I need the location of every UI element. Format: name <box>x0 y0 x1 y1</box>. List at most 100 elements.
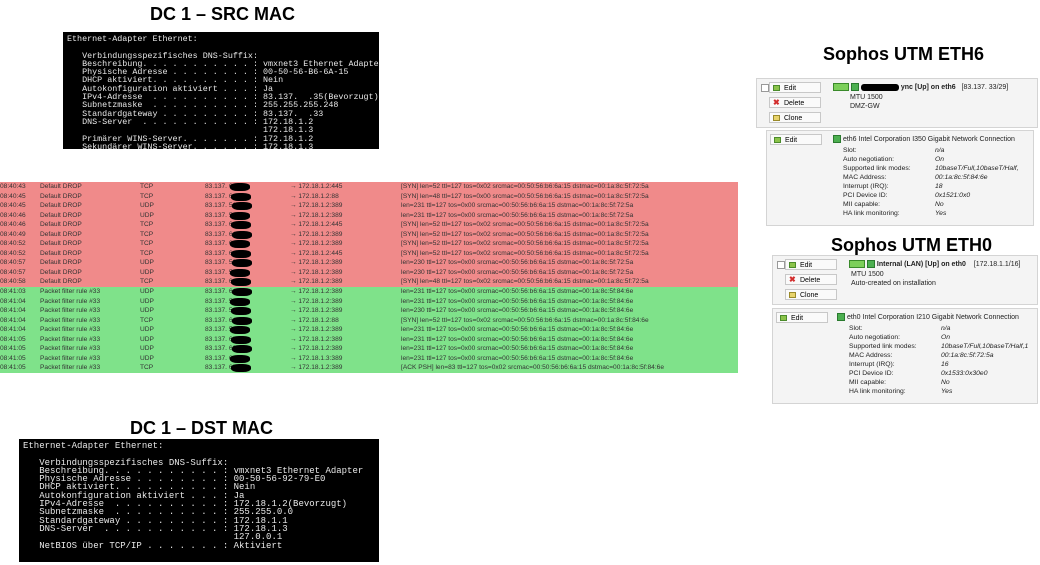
property-key: Auto negotiation: <box>849 334 901 341</box>
property-key: Slot: <box>849 325 863 332</box>
log-cell-time: 08:40:45 <box>0 202 26 210</box>
property-row: Auto negotiation:On <box>843 155 1033 164</box>
console-line: Beschreibung. . . . . . . . . . . : vmxn… <box>23 465 364 476</box>
heading-sophos-eth0: Sophos UTM ETH0 <box>831 235 992 255</box>
eth6-delete-button[interactable]: ✖Delete <box>769 97 821 108</box>
log-cell-info: len=231 ttl=127 tos=0x00 srcmac=00:50:56… <box>401 335 634 343</box>
edit-icon <box>789 262 796 268</box>
toggle-switch-icon[interactable] <box>833 83 849 91</box>
log-cell-src: 83.137. 63963 <box>205 364 248 372</box>
redaction-mark <box>231 221 251 230</box>
log-cell-info: [SYN] len=52 ttl=127 tos=0x02 srcmac=00:… <box>401 230 649 238</box>
log-cell-proto: UDP <box>140 268 154 276</box>
log-cell-dst: → 172.18.1.2:445 <box>290 249 343 257</box>
log-cell-dst: → 172.18.1.2:88 <box>290 316 339 324</box>
log-cell-src: 83.137. 56097 <box>205 326 248 334</box>
log-cell-dst: → 172.18.1.2:389 <box>290 240 343 248</box>
property-key: Interrupt (IRQ): <box>849 361 895 368</box>
log-cell-src: 83.137. 64019 <box>205 230 248 238</box>
log-cell-proto: TCP <box>140 278 154 286</box>
eth6-clone-button[interactable]: Clone <box>769 112 821 123</box>
redaction-mark <box>230 183 250 191</box>
log-cell-proto: TCP <box>140 183 154 190</box>
redaction-mark <box>230 240 250 249</box>
log-cell-action: Packet filter rule #33 <box>40 364 101 372</box>
redaction-mark <box>232 259 252 268</box>
delete-label: Delete <box>800 277 821 284</box>
redaction-mark <box>231 192 251 201</box>
log-cell-action: Default DROP <box>40 259 82 267</box>
log-cell-dst: → 172.18.1.2:389 <box>290 268 343 276</box>
log-cell-dst: → 172.18.1.2:389 <box>290 364 343 372</box>
eth0-clone-button[interactable]: Clone <box>785 289 837 300</box>
log-cell-action: Packet filter rule #33 <box>40 288 101 296</box>
edit-icon <box>780 315 787 321</box>
log-cell-proto: TCP <box>140 221 154 229</box>
log-cell-time: 08:41:04 <box>0 316 26 324</box>
console-line: 172.18.1.3 <box>67 125 314 136</box>
redaction-mark <box>232 316 252 325</box>
eth6-comment: DMZ-GW <box>850 103 880 110</box>
eth6-checkbox[interactable] <box>761 84 769 92</box>
property-value: 00:1a:8c:5f:72:5a <box>941 352 994 359</box>
property-value: 16 <box>941 361 949 368</box>
edit-label: Edit <box>791 315 804 322</box>
log-cell-src: 83.137. 51389 <box>205 307 248 315</box>
log-cell-dst: → 172.18.1.3:389 <box>290 354 343 362</box>
console-line: Physische Adresse . . . . . . . . : 00-5… <box>67 67 349 78</box>
log-cell-proto: TCP <box>140 240 154 248</box>
log-cell-src: 83.137. 52283 <box>205 268 248 276</box>
clone-icon <box>789 292 796 298</box>
log-cell-action: Default DROP <box>40 230 82 238</box>
eth0-delete-button[interactable]: ✖Delete <box>785 274 837 285</box>
console-line: 127.0.0.1 <box>23 532 283 543</box>
console-line: Physische Adresse . . . . . . . . : 00-5… <box>23 474 326 485</box>
property-row: Interrupt (IRQ):18 <box>843 182 1033 191</box>
property-value: 0x1521:0x0 <box>935 192 971 199</box>
eth6-hw-edit-button[interactable]: Edit <box>770 134 822 145</box>
eth0-hw-edit-button[interactable]: Edit <box>776 312 828 323</box>
log-cell-action: Packet filter rule #33 <box>40 326 101 334</box>
src-mac-console: Ethernet-Adapter Ethernet: Verbindungssp… <box>63 32 379 149</box>
eth0-edit-button[interactable]: Edit <box>785 259 837 270</box>
log-cell-proto: TCP <box>140 249 154 257</box>
eth0-checkbox[interactable] <box>777 261 785 269</box>
log-cell-action: Default DROP <box>40 192 82 200</box>
redaction-mark <box>230 211 250 220</box>
log-cell-action: Packet filter rule #33 <box>40 316 101 324</box>
toggle-switch-icon[interactable] <box>849 260 865 268</box>
log-cell-time: 08:40:57 <box>0 268 26 276</box>
log-cell-action: Packet filter rule #33 <box>40 335 101 343</box>
property-row: Auto negotiation:On <box>849 333 1037 342</box>
log-cell-proto: TCP <box>140 192 154 200</box>
log-cell-info: len=230 ttl=127 tos=0x00 srcmac=00:50:56… <box>401 259 634 267</box>
log-cell-dst: → 172.18.1.2:389 <box>290 202 343 210</box>
eth6-edit-button[interactable]: Edit <box>769 82 821 93</box>
property-value: On <box>935 156 945 163</box>
redaction-mark <box>231 335 251 344</box>
property-row: MII capable:No <box>849 378 1037 387</box>
eth0-hw-title-text: eth0 Intel Corporation I210 Gigabit Netw… <box>846 313 1019 321</box>
log-cell-src: 83.137. 51569 <box>205 211 248 219</box>
property-row: MAC Address:00:1a:8c:5f:84:6e <box>843 173 1033 182</box>
